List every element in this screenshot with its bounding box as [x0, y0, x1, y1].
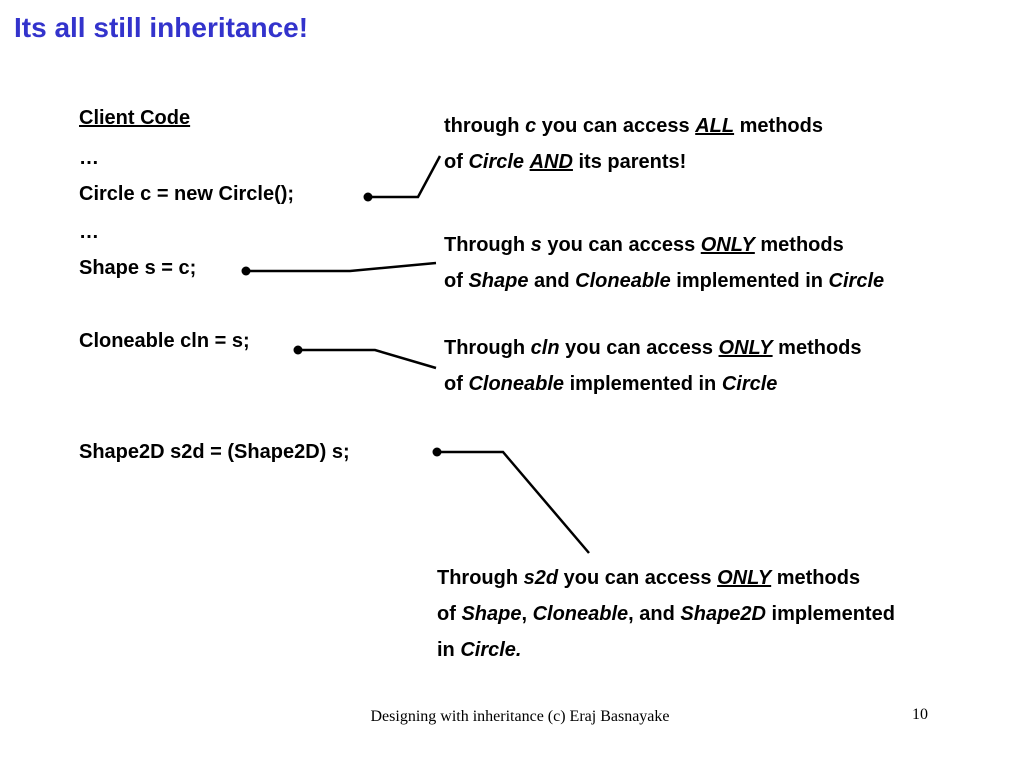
page-number: 10 [912, 706, 928, 723]
note-cln-access: Through cln you can access ONLY methods … [444, 337, 862, 395]
code-line-circle: Circle c = new Circle(); [79, 183, 295, 205]
connector-line-cloneable [298, 348, 437, 370]
connector-line-circle [368, 155, 442, 199]
note-s-access: Through s you can access ONLY methods of… [444, 234, 885, 292]
connector-line-shape [246, 261, 437, 273]
footer-text: Designing with inheritance (c) Eraj Basn… [370, 708, 670, 725]
client-code-heading: Client Code [79, 107, 191, 129]
code-line-ellipsis-1: … [79, 147, 99, 169]
connector-line-shape2d [437, 450, 590, 554]
code-line-shape2d: Shape2D s2d = (Shape2D) s; [79, 441, 350, 463]
note-c-access: through c you can access ALL methods of … [444, 115, 823, 173]
note-s2d-access: Through s2d you can access ONLY methods … [437, 567, 895, 661]
code-line-shape: Shape s = c; [79, 257, 197, 279]
code-line-ellipsis-2: … [79, 221, 99, 243]
code-line-cloneable: Cloneable cln = s; [79, 330, 250, 352]
slide-title: Its all still inheritance! [14, 12, 309, 43]
